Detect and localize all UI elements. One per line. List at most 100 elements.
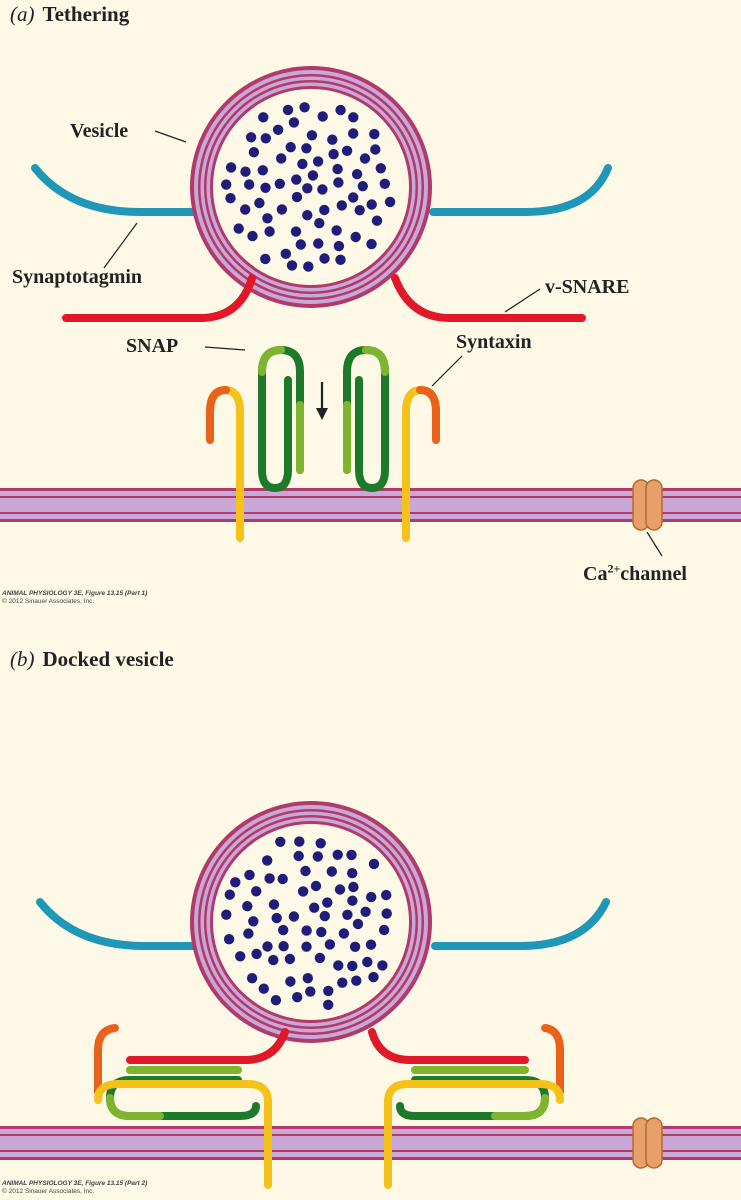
- neurotransmitter-dot: [224, 889, 235, 900]
- panel-a-credit-line2: © 2012 Sinauer Associates, Inc.: [2, 598, 95, 605]
- neurotransmitter-dot: [359, 153, 371, 164]
- synaptotagmin: [31, 164, 612, 216]
- neurotransmitter-dot: [240, 166, 251, 177]
- neurotransmitter-dot: [221, 909, 232, 920]
- synaptotagmin-label: Synaptotagmin: [12, 266, 143, 288]
- neurotransmitter-dot: [230, 877, 241, 888]
- neurotransmitter-dot: [278, 941, 289, 952]
- down-arrow-icon: [316, 382, 328, 420]
- neurotransmitter-dot: [335, 254, 346, 265]
- neurotransmitter-molecules: [221, 836, 392, 1010]
- snap: [258, 345, 389, 493]
- synaptotagmin: [36, 898, 610, 950]
- neurotransmitter-molecules: [221, 102, 396, 272]
- neurotransmitter-dot: [348, 112, 359, 123]
- docked-vesicle-diagram: [0, 801, 741, 1189]
- neurotransmitter-dot: [301, 941, 312, 952]
- snap-label: SNAP: [126, 335, 179, 357]
- neurotransmitter-dot: [225, 193, 236, 204]
- panel-b-title: (b)Docked vesicle: [10, 647, 174, 672]
- v-snare: [62, 274, 586, 322]
- neurotransmitter-dot: [349, 941, 361, 952]
- neurotransmitter-dot: [316, 926, 327, 938]
- neurotransmitter-dot: [319, 253, 330, 264]
- neurotransmitter-dot: [258, 983, 269, 994]
- neurotransmitter-dot: [258, 112, 269, 123]
- neurotransmitter-dot: [354, 205, 365, 216]
- neurotransmitter-dot: [323, 985, 334, 997]
- neurotransmitter-dot: [368, 971, 379, 983]
- neurotransmitter-dot: [328, 149, 339, 160]
- neurotransmitter-dot: [276, 153, 287, 164]
- panel-a-letter: (a): [10, 2, 35, 26]
- snare-complex-right: [368, 1024, 564, 1189]
- neurotransmitter-dot: [245, 132, 257, 143]
- tethering-diagram: [0, 66, 741, 557]
- neurotransmitter-dot: [251, 948, 262, 960]
- neurotransmitter-dot: [223, 934, 235, 945]
- neurotransmitter-dot: [260, 253, 271, 265]
- snare-complex-left: [94, 1024, 289, 1189]
- neurotransmitter-dot: [262, 855, 273, 866]
- neurotransmitter-dot: [348, 192, 359, 203]
- neurotransmitter-dot: [315, 838, 326, 849]
- v-snare-label: v-SNARE: [545, 276, 630, 298]
- panel-a-credit-line1: ANIMAL PHYSIOLOGY 3E, Figure 13.15 (Part…: [2, 590, 148, 597]
- neurotransmitter-dot: [365, 939, 377, 950]
- neurotransmitter-dot: [327, 134, 338, 145]
- neurotransmitter-dot: [244, 179, 255, 190]
- neurotransmitter-dot: [347, 960, 358, 972]
- neurotransmitter-dot: [275, 836, 286, 847]
- ca-channel-label: Ca2+channel: [583, 562, 687, 586]
- neurotransmitter-dot: [268, 899, 280, 910]
- panel-a-credit: ANIMAL PHYSIOLOGY 3E, Figure 13.15 (Part…: [2, 590, 147, 606]
- neurotransmitter-dot: [270, 995, 282, 1006]
- panel-a-tethering: (a)Tethering Vesicle Synaptotagmin v-SNA…: [0, 2, 741, 606]
- neurotransmitter-dot: [346, 849, 357, 861]
- neurotransmitter-dot: [288, 911, 300, 922]
- neurotransmitter-dot: [348, 881, 359, 893]
- neurotransmitter-dot: [348, 128, 359, 139]
- neurotransmitter-dot: [285, 976, 296, 987]
- neurotransmitter-dot: [319, 910, 330, 922]
- neurotransmitter-dot: [309, 902, 320, 913]
- neurotransmitter-dot: [368, 858, 380, 870]
- ca-channel-icon: [632, 479, 663, 531]
- neurotransmitter-dot: [338, 928, 350, 939]
- panel-b-docked-vesicle: (b)Docked vesicle ANIMAL PHYSIOLOGY 3E, …: [0, 640, 741, 1200]
- neurotransmitter-dot: [307, 170, 319, 181]
- neurotransmitter-dot: [322, 897, 333, 908]
- neurotransmitter-dot: [303, 261, 314, 272]
- neurotransmitter-dot: [235, 951, 246, 962]
- neurotransmitter-dot: [369, 128, 380, 140]
- neurotransmitter-dot: [381, 908, 392, 919]
- neurotransmitter-dot: [295, 239, 306, 250]
- neurotransmitter-dot: [246, 973, 258, 984]
- neurotransmitter-dot: [379, 178, 390, 189]
- neurotransmitter-dot: [333, 240, 345, 252]
- neurotransmitter-dot: [313, 238, 324, 249]
- neurotransmitter-dot: [360, 906, 371, 917]
- neurotransmitter-dot: [333, 960, 344, 971]
- synaptic-vesicle: [190, 801, 432, 1043]
- neurotransmitter-dot: [347, 868, 358, 879]
- ca-channel-leader: [646, 531, 663, 557]
- neurotransmitter-dot: [262, 941, 273, 952]
- neurotransmitter-dot: [336, 200, 347, 211]
- neurotransmitter-dot: [378, 924, 390, 936]
- neurotransmitter-dot: [300, 865, 311, 877]
- neurotransmitter-dot: [294, 836, 305, 847]
- neurotransmitter-dot: [264, 226, 275, 237]
- neurotransmitter-dot: [301, 143, 312, 154]
- syntaxin: [206, 385, 440, 542]
- neurotransmitter-dot: [290, 226, 302, 237]
- neurotransmitter-dot: [377, 960, 388, 971]
- neurotransmitter-dot: [260, 182, 271, 193]
- neurotransmitter-dot: [332, 163, 343, 175]
- neurotransmitter-dot: [312, 156, 324, 167]
- neurotransmitter-dot: [248, 147, 260, 158]
- neurotransmitter-dot: [351, 975, 362, 986]
- neurotransmitter-dot: [335, 104, 346, 116]
- ca-channel-icon: [632, 1117, 663, 1169]
- neurotransmitter-dot: [337, 977, 348, 988]
